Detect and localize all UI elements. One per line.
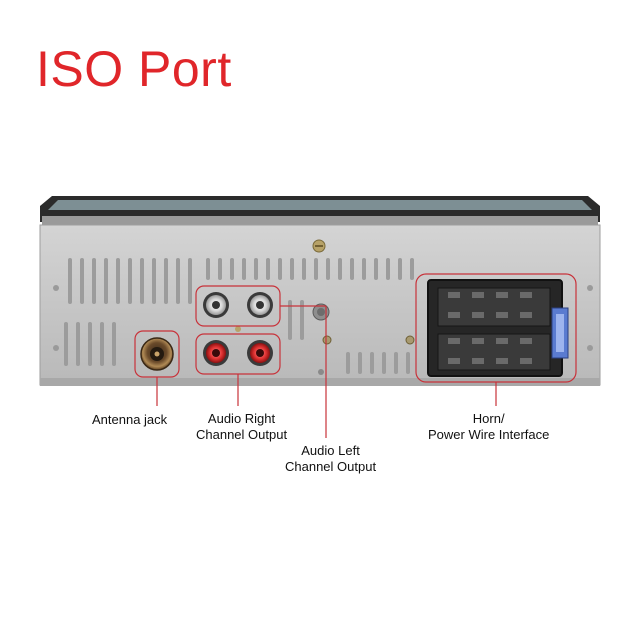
vent-slot <box>218 258 222 280</box>
vent-slot <box>338 258 342 280</box>
rivet <box>318 369 324 375</box>
connector-pin <box>496 312 508 318</box>
rivet <box>53 345 59 351</box>
vent-slot <box>386 258 390 280</box>
vent-slot <box>230 258 234 280</box>
rivet <box>53 285 59 291</box>
vent-slot <box>406 352 410 374</box>
vent-slot <box>266 258 270 280</box>
vent-slot <box>410 258 414 280</box>
vent-slot <box>302 258 306 280</box>
connector-pins <box>448 292 532 364</box>
connector-pin <box>520 292 532 298</box>
vent-slot <box>140 258 144 304</box>
connector-pin <box>496 358 508 364</box>
vent-slot <box>394 352 398 374</box>
connector-pin <box>448 338 460 344</box>
connector-pin <box>448 292 460 298</box>
vent-slot <box>290 258 294 280</box>
vent-slot <box>64 322 68 366</box>
vent-slot <box>80 258 84 304</box>
connector-pin <box>472 358 484 364</box>
vent-slot <box>116 258 120 304</box>
vent-slots <box>64 258 414 374</box>
vent-slot <box>314 258 318 280</box>
rivet <box>587 285 593 291</box>
vent-slot <box>152 258 156 304</box>
vent-slot <box>288 300 292 340</box>
connector-pin <box>496 292 508 298</box>
connector-pin <box>448 358 460 364</box>
vent-slot <box>382 352 386 374</box>
vent-slot <box>92 258 96 304</box>
iso-connector <box>427 279 569 377</box>
rca-jack-white-right <box>247 292 273 318</box>
vent-slot <box>278 258 282 280</box>
vent-slot <box>370 352 374 374</box>
label-horn-power: Horn/Power Wire Interface <box>428 411 550 442</box>
connector-pin <box>520 312 532 318</box>
connector-pin <box>472 292 484 298</box>
screw-center <box>312 303 330 321</box>
connector-pin <box>520 358 532 364</box>
vent-slot <box>242 258 246 280</box>
vent-slot <box>188 258 192 304</box>
vent-slot <box>164 258 168 304</box>
rca-jack-red-right <box>247 340 273 366</box>
label-antenna-jack: Antenna jack <box>92 412 168 427</box>
antenna-jack <box>140 337 174 371</box>
connector-pin <box>472 338 484 344</box>
vent-slot <box>206 258 210 280</box>
vent-slot <box>254 258 258 280</box>
connector-pin <box>472 312 484 318</box>
callouts <box>134 273 577 438</box>
connector-pin <box>448 312 460 318</box>
rca-jack-red-left <box>203 340 229 366</box>
vent-slot <box>68 258 72 304</box>
rca-jack-white-left <box>203 292 229 318</box>
rivet <box>405 335 415 345</box>
vent-slot <box>398 258 402 280</box>
page-title: ISO Port <box>36 41 232 97</box>
vent-slot <box>112 322 116 366</box>
vent-slot <box>326 258 330 280</box>
connector-pin <box>496 338 508 344</box>
vent-slot <box>362 258 366 280</box>
top-bezel <box>40 196 600 226</box>
vent-slot <box>358 352 362 374</box>
rivet <box>322 335 332 345</box>
vent-slot <box>128 258 132 304</box>
screw-top <box>312 239 326 253</box>
vent-slot <box>374 258 378 280</box>
vent-slot <box>104 258 108 304</box>
vent-slot <box>300 300 304 340</box>
vent-slot <box>100 322 104 366</box>
vent-slot <box>88 322 92 366</box>
connector-pin <box>520 338 532 344</box>
vent-slot <box>350 258 354 280</box>
vent-slot <box>346 352 350 374</box>
vent-slot <box>176 258 180 304</box>
rivet <box>587 345 593 351</box>
vent-slot <box>76 322 80 366</box>
